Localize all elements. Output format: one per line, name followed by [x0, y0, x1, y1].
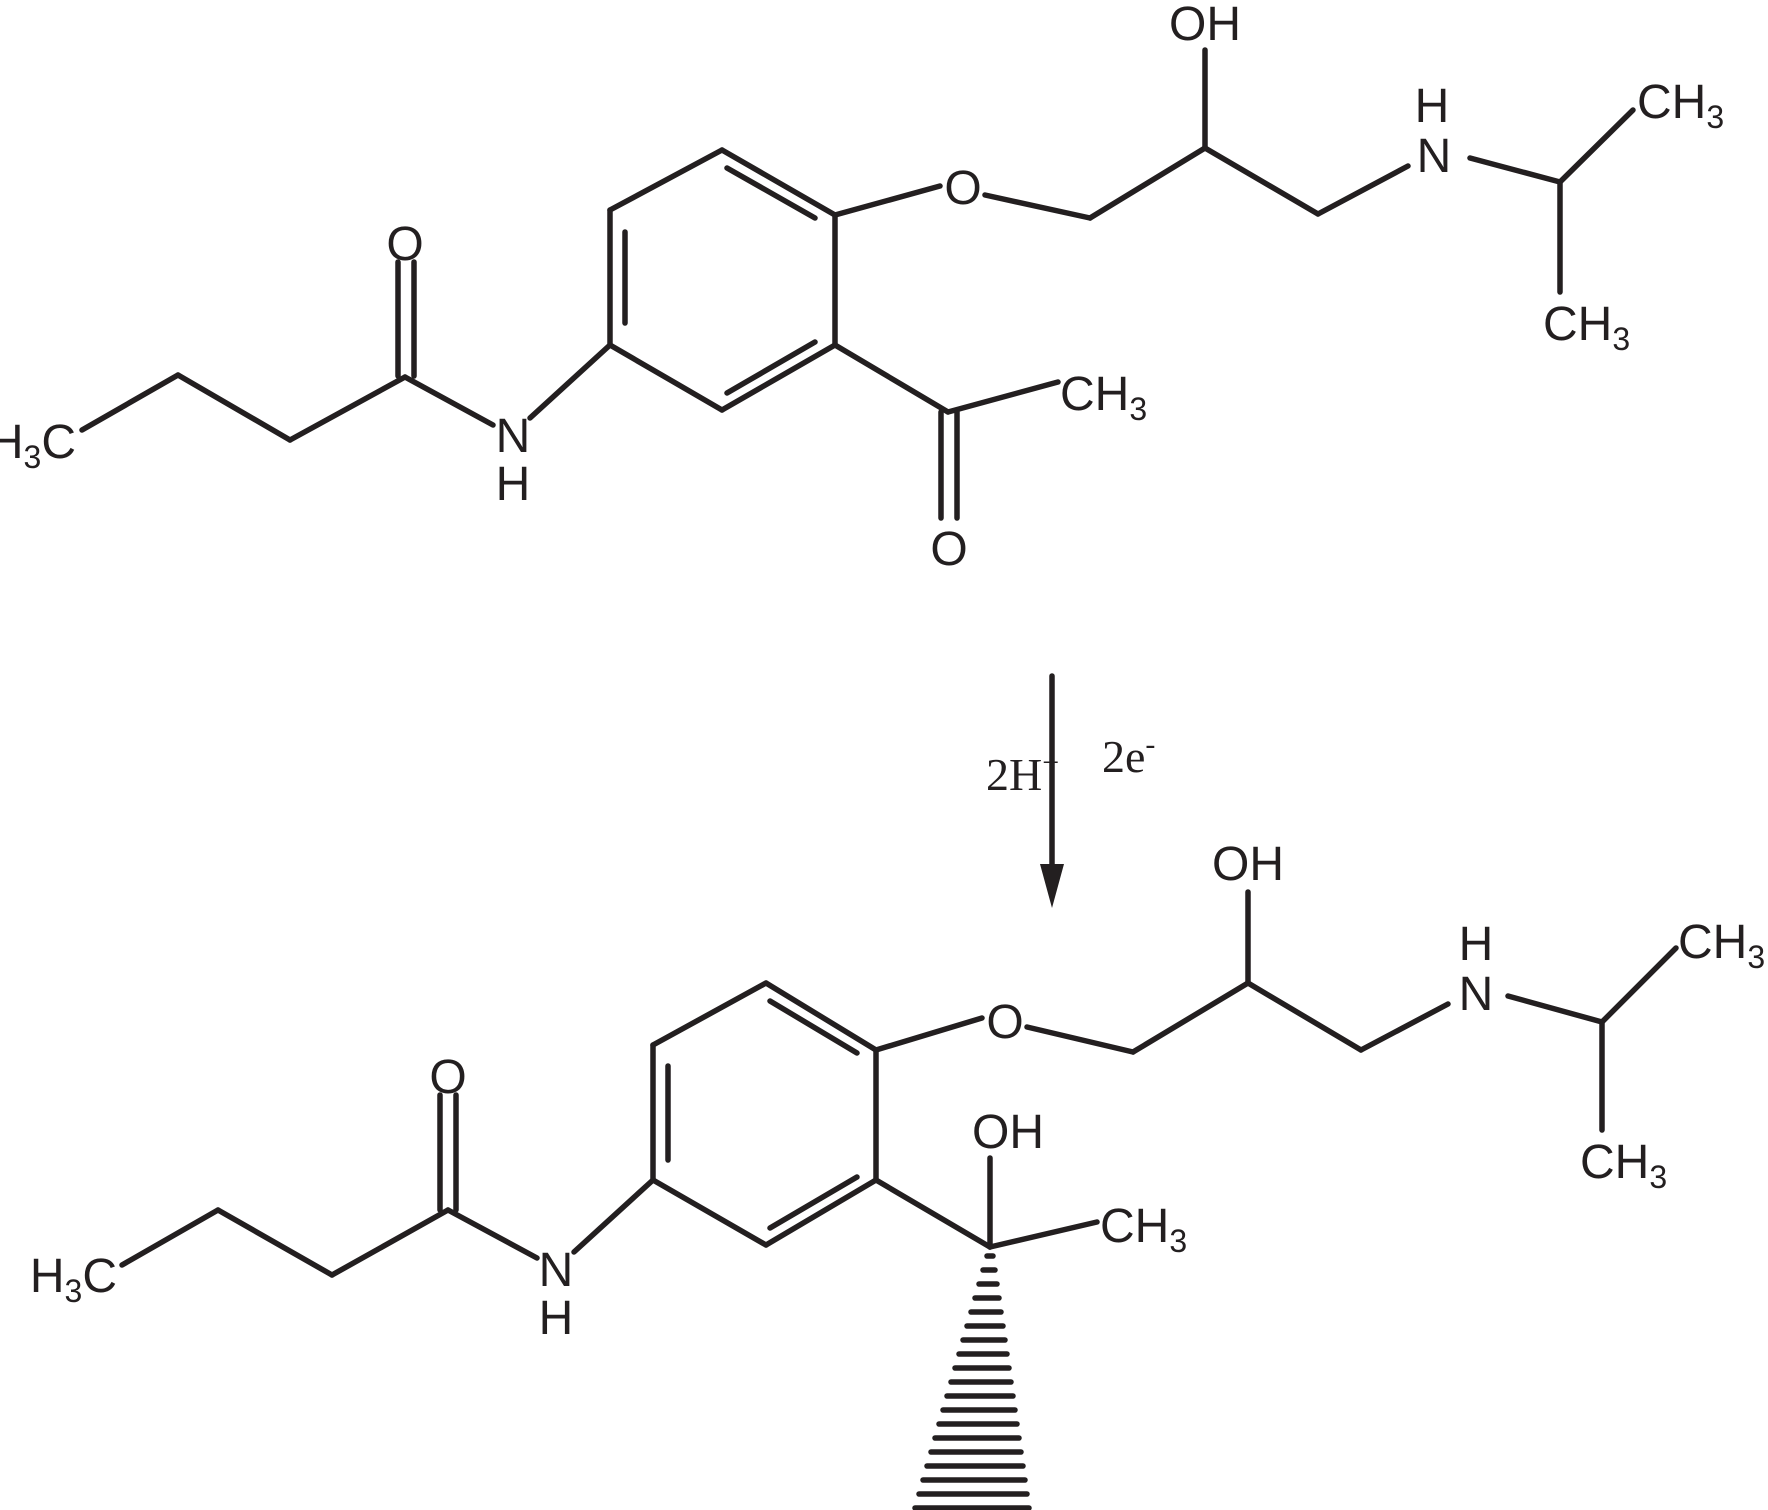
bond-ring-carbinol — [873, 1177, 993, 1250]
bond-ch2-n — [1315, 163, 1411, 217]
hashed-wedge-bond — [912, 1253, 1032, 1510]
ring-bond — [650, 980, 769, 1048]
reagent-electrons: 2e- — [1102, 728, 1155, 782]
reactant-hydroxyl-label: OH — [1169, 0, 1241, 51]
ring-double-bond — [767, 998, 860, 1056]
reactant-methyl-top: CH3 — [1637, 76, 1724, 135]
reactant-amide-n-label: N — [496, 410, 531, 463]
product-methyl-bottom-label: CH3 — [1580, 1136, 1667, 1195]
product-structure: OH H N CH3 CH3 O O H3C N H OH CH3 — [30, 838, 1765, 1510]
bond-o-ch2 — [982, 192, 1093, 221]
reactant-ether-o-label: O — [944, 162, 981, 215]
ring-bond — [650, 1177, 769, 1248]
bond-ch2-choh — [1130, 980, 1251, 1055]
bond-ch2-choh — [1087, 145, 1208, 221]
bond-ch2-ch3 — [119, 1207, 221, 1268]
product-terminal-methyl-label: H3C — [30, 1250, 117, 1309]
product-carbinol-oh-label: OH — [972, 1106, 1044, 1159]
bond-ring-acetyl — [832, 342, 951, 415]
reactant-methyl-bottom-label: CH3 — [1543, 298, 1630, 357]
product-amine-h-label: H — [1459, 918, 1494, 971]
bond-ch2-ch2 — [215, 1207, 335, 1278]
product-amide-n-label: N — [539, 1244, 574, 1297]
reactant-methyl-top-label: CH3 — [1637, 76, 1724, 135]
reaction-arrow-group: 2H+ 2e- — [986, 673, 1155, 908]
bond-carbinol-ch3 — [987, 1219, 1100, 1250]
reactant-amine-n-label: N — [1417, 130, 1452, 183]
reaction-arrow-head — [1040, 864, 1064, 908]
bond-ring-nh — [571, 1177, 656, 1255]
bond-co-ch2 — [287, 374, 408, 443]
bond-ch-ch3-top — [1599, 945, 1679, 1025]
bond-c-ch2 — [1202, 145, 1321, 217]
product-amine-n-label: N — [1459, 968, 1494, 1021]
product-hydroxyl-label: OH — [1212, 838, 1284, 891]
reagent-protons: 2H+ — [986, 746, 1059, 800]
reactant-structure: OH H N CH3 CH3 O O H3C N H CH3 O — [0, 0, 1724, 576]
reactant-amine-h-label: H — [1415, 80, 1450, 133]
ring-bond — [607, 342, 725, 413]
product-amide-o-label: O — [429, 1051, 466, 1104]
ring-double-bond — [724, 339, 818, 396]
reactant-amide-o-label: O — [386, 218, 423, 271]
ring-bond — [763, 980, 879, 1053]
reactant-amide-h-label: H — [496, 458, 531, 511]
bond-nh-co — [402, 374, 496, 428]
reactant-acetyl-methyl-label: CH3 — [1060, 368, 1147, 427]
bond-n-ch — [1467, 155, 1563, 185]
bond-ch2-ch2 — [175, 372, 293, 443]
bond-ch2-ch3 — [79, 372, 181, 433]
bond-ring-o — [832, 183, 943, 218]
bond-nh-co — [445, 1207, 540, 1261]
reactant-terminal-methyl-label: H3C — [0, 416, 76, 475]
ring-bond — [763, 1177, 879, 1248]
product-methyl-top-label: CH3 — [1678, 916, 1765, 975]
bond-c-ch2 — [1245, 980, 1364, 1053]
ring-bond — [719, 147, 838, 218]
bond-co-ch2 — [329, 1207, 451, 1278]
bond-ring-o — [873, 1015, 985, 1053]
product-carbinol-methyl-label: CH3 — [1100, 1200, 1187, 1259]
bond-ch-ch3-top — [1557, 107, 1636, 185]
ring-bond — [719, 342, 838, 413]
bond-n-ch — [1505, 993, 1605, 1025]
bond-co-ch3 — [945, 379, 1061, 415]
ring-double-bond — [767, 1174, 860, 1231]
bond-ch2-n — [1358, 1001, 1451, 1053]
ring-double-bond — [724, 165, 818, 221]
reactant-acetyl-o-label: O — [930, 523, 967, 576]
product-amide-h-label: H — [539, 1292, 574, 1345]
product-ether-o-label: O — [986, 996, 1023, 1049]
ring-bond — [607, 147, 725, 213]
bond-o-ch2 — [1024, 1024, 1136, 1055]
bond-ring-nh — [527, 342, 613, 421]
